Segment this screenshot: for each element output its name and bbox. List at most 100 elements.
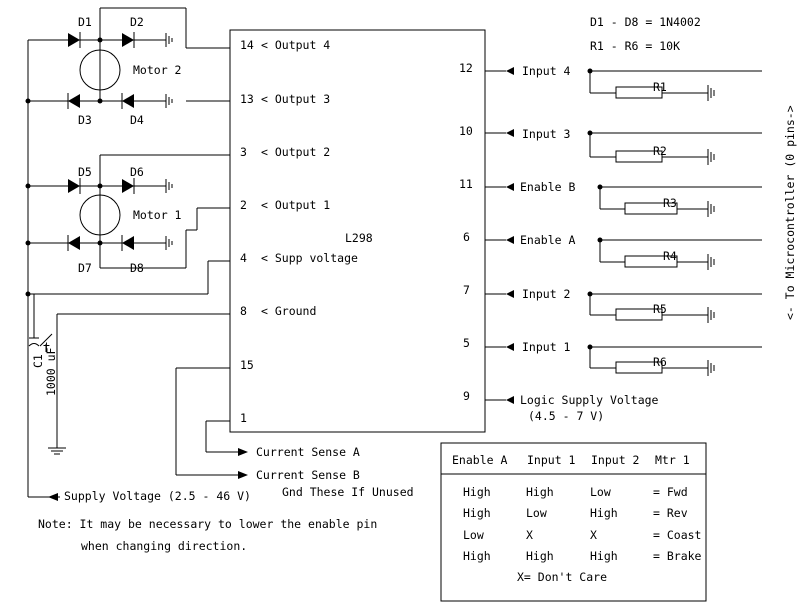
- pin-number: 11: [459, 177, 473, 191]
- input-label-1: Input 1: [522, 340, 571, 354]
- ground-symbol: [48, 447, 66, 455]
- pin-number: 5: [463, 336, 470, 350]
- resistor-label: R2: [653, 144, 667, 158]
- pin-label-output-2: < Output 2: [261, 145, 330, 159]
- diode-d5: [68, 178, 81, 194]
- diode-d6: [122, 178, 135, 194]
- diode-spec: D1 - D8 = 1N4002: [590, 15, 701, 29]
- table-cell: Low: [463, 528, 484, 542]
- table-cell: = Rev: [653, 506, 688, 520]
- l298-ic: L298: [229, 29, 486, 433]
- input-row-3: [485, 129, 762, 165]
- table-cell: = Fwd: [653, 485, 688, 499]
- diode-label: D5: [78, 165, 92, 179]
- table-cell: = Coast: [653, 528, 701, 542]
- input-wiring: [485, 67, 762, 404]
- input-row-2: [485, 290, 762, 323]
- input-label-2: Input 2: [522, 287, 570, 301]
- diode-d7: [67, 235, 80, 251]
- table-header: Mtr 1: [655, 453, 690, 467]
- ground-symbol: [160, 94, 173, 108]
- pin-number: 4: [240, 251, 247, 265]
- current-sense-note: Gnd These If Unused: [282, 485, 414, 499]
- note-line-1: Note: It may be necessary to lower the e…: [38, 517, 377, 531]
- table-cell: High: [526, 485, 554, 499]
- diode-label: D7: [78, 261, 92, 275]
- pin-number: 6: [463, 230, 470, 244]
- diode-label: D8: [130, 261, 144, 275]
- pin-number: 8: [240, 304, 247, 318]
- input-row-1: [485, 343, 762, 376]
- input-label-enable-a: Enable A: [520, 233, 575, 247]
- capacitor-c1: + C1 1000 uF: [28, 294, 58, 448]
- pin-number: 13: [240, 92, 254, 106]
- resistor-label: R4: [663, 249, 677, 263]
- ground-symbol: [160, 179, 173, 193]
- input-row-4: [485, 67, 762, 101]
- diode-d4: [121, 93, 134, 109]
- table-cell: High: [590, 506, 618, 520]
- resistor-label: R6: [653, 355, 667, 369]
- logic-supply-range: (4.5 - 7 V): [528, 409, 604, 423]
- supply-voltage-label: Supply Voltage (2.5 - 46 V): [64, 489, 251, 503]
- motor-1: Motor 1: [79, 194, 182, 236]
- motor-2: Motor 2: [79, 49, 181, 91]
- pin-label-output-1: < Output 1: [261, 198, 330, 212]
- diode-d3: [67, 93, 80, 109]
- motor-label: Motor 1: [133, 208, 182, 222]
- input-label-4: Input 4: [522, 64, 571, 78]
- pin-number: 3: [240, 145, 247, 159]
- right-pin-numbers: 12 10 11 6 7 5 9: [459, 61, 473, 403]
- pin-number: 15: [240, 358, 254, 372]
- diode-label: D3: [78, 113, 92, 127]
- diode-label: D1: [78, 15, 92, 29]
- resistor-spec: R1 - R6 = 10K: [590, 39, 680, 53]
- logic-supply-label: Logic Supply Voltage: [520, 393, 659, 407]
- current-sense-b: Current Sense B: [256, 468, 360, 482]
- pin-label-output-4: < Output 4: [261, 38, 330, 52]
- arrow-icon: [238, 448, 248, 456]
- table-cell: High: [463, 506, 491, 520]
- capacitor-name: C1: [31, 354, 45, 368]
- pin-number: 1: [240, 411, 247, 425]
- arrow-icon: [238, 471, 248, 479]
- resistor-label: R5: [653, 302, 667, 316]
- diode-d1: [68, 32, 81, 48]
- motor-label: Motor 2: [133, 63, 181, 77]
- pin-number: 10: [459, 124, 473, 138]
- pin-number: 7: [463, 283, 470, 297]
- note-line-2: when changing direction.: [81, 539, 247, 553]
- table-cell: High: [590, 549, 618, 563]
- table-cell: High: [463, 485, 491, 499]
- pin-label-output-3: < Output 3: [261, 92, 330, 106]
- diode-d8: [121, 235, 134, 251]
- table-header: Enable A: [452, 453, 507, 467]
- diode-label: D2: [130, 15, 144, 29]
- pin-number: 12: [459, 61, 473, 75]
- capacitor-value: 1000 uF: [44, 347, 58, 396]
- pin-number: 14: [240, 38, 254, 52]
- table-header: Input 1: [527, 453, 576, 467]
- ground-symbol: [160, 236, 173, 250]
- h-bridge-wiring: [25, 7, 238, 498]
- pin-label-supp-voltage: < Supp voltage: [261, 251, 358, 265]
- table-cell: = Brake: [653, 549, 702, 563]
- input-label-3: Input 3: [522, 127, 571, 141]
- resistor-label: R3: [663, 196, 677, 210]
- logic-supply-row: [485, 396, 514, 404]
- diode-label: D6: [130, 165, 144, 179]
- pin-number: 2: [240, 198, 247, 212]
- table-header: Input 2: [591, 453, 639, 467]
- resistor-label: R1: [653, 80, 667, 94]
- table-cell: X: [526, 528, 533, 542]
- input-row-enable-a: [485, 236, 762, 270]
- table-cell: Low: [526, 506, 547, 520]
- diode-label: D4: [130, 113, 144, 127]
- diode-d2: [122, 32, 135, 48]
- capacitor-polarity: +: [43, 338, 50, 352]
- table-cell: High: [463, 549, 491, 563]
- pin-label-ground: < Ground: [261, 304, 316, 318]
- table-cell: Low: [590, 485, 611, 499]
- ground-symbol: [160, 33, 173, 47]
